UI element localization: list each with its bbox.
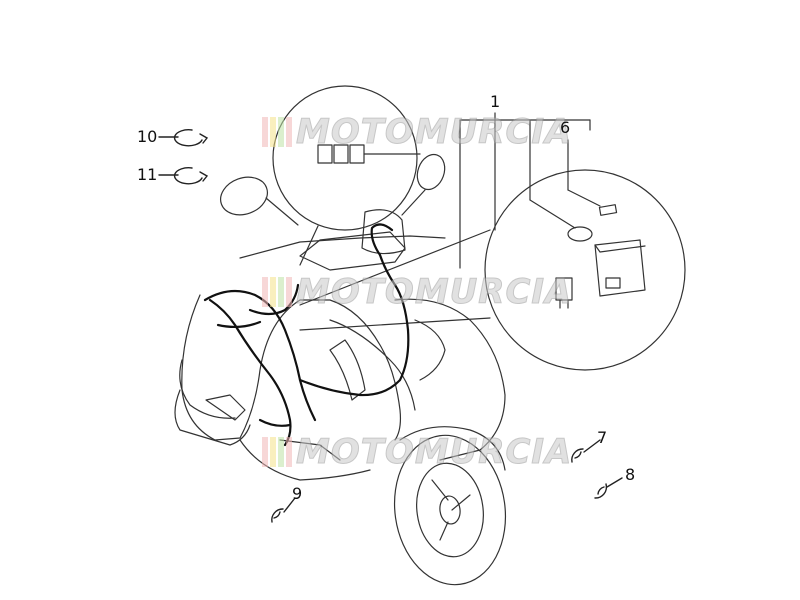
watermark-text: MOTOMURCIA — [295, 432, 573, 473]
clamp-icon-11 — [158, 167, 209, 185]
rear-body — [394, 298, 506, 461]
watermark: MOTOMURCIA — [262, 112, 573, 153]
callout-11: 11 — [137, 165, 158, 184]
small-part-icon — [598, 204, 618, 216]
callout-6: 6 — [560, 118, 571, 137]
callout-7: 7 — [597, 428, 608, 447]
watermark: MOTOMURCIA — [262, 432, 573, 473]
clip-icon-9 — [271, 497, 296, 523]
callout-1: 1 — [490, 92, 501, 111]
clamp-icon-10 — [158, 129, 209, 147]
leader-right-circle-a — [299, 317, 491, 331]
mirror-right — [416, 153, 446, 191]
clamp-icon-right — [567, 226, 593, 242]
rear-wheel — [393, 434, 507, 586]
wiring-harness — [203, 223, 410, 447]
clip-icon-7 — [571, 439, 601, 463]
front-fender — [174, 389, 251, 446]
front-body — [181, 294, 402, 441]
watermark-text: MOTOMURCIA — [295, 112, 573, 153]
callout-10: 10 — [137, 127, 158, 146]
callout-8: 8 — [625, 465, 636, 484]
clip-icon-8 — [594, 477, 623, 499]
watermark-text: MOTOMURCIA — [295, 272, 573, 313]
fuse-icon — [555, 277, 573, 309]
watermark-flag-icon — [262, 437, 292, 467]
connector-block-icon — [317, 144, 421, 164]
detail-circle-right — [484, 169, 686, 371]
callout-9: 9 — [292, 484, 303, 503]
leader-top-circle — [299, 225, 319, 266]
watermark-flag-icon — [262, 117, 292, 147]
detail-circle-top — [272, 85, 418, 231]
headset — [361, 209, 406, 255]
watermark-flag-icon — [262, 277, 292, 307]
handlebar — [239, 235, 446, 259]
watermark: MOTOMURCIA — [262, 272, 573, 313]
mirror-left — [220, 176, 268, 216]
control-unit-icon — [594, 239, 646, 297]
leader-right-circle-b — [299, 229, 491, 306]
